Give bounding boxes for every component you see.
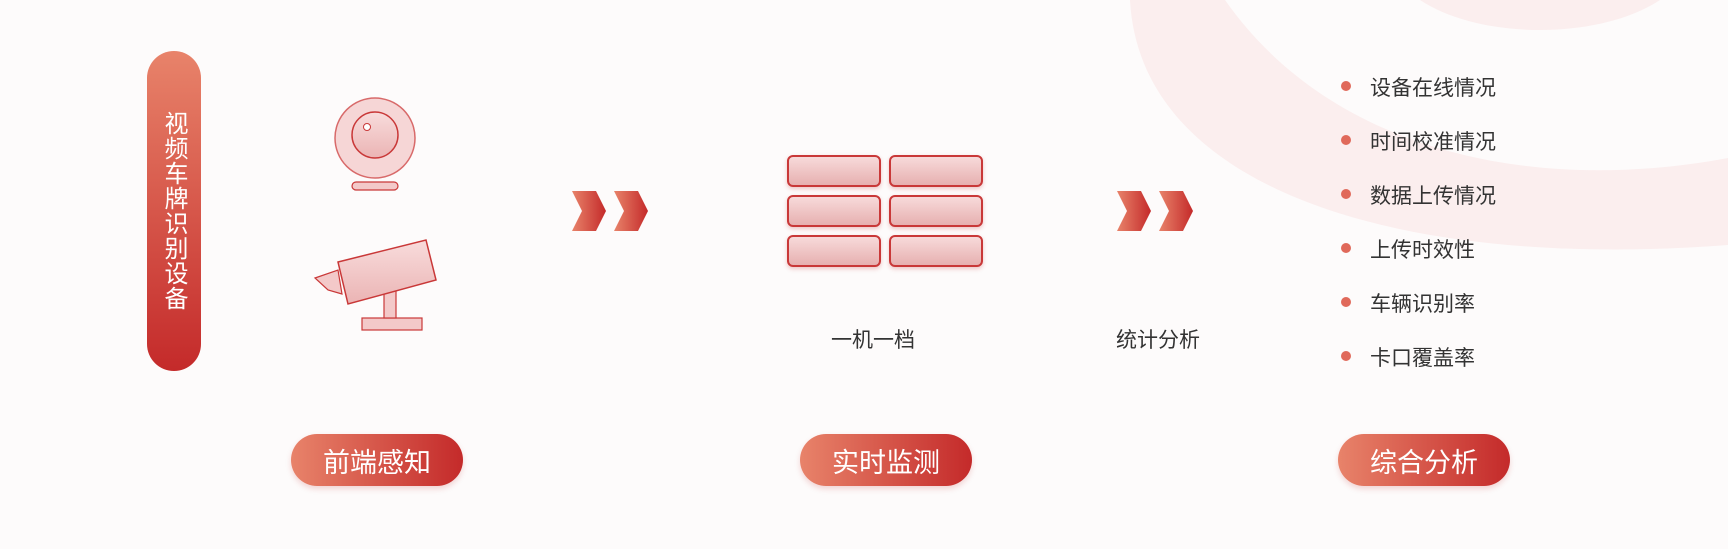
analysis-label: 统计分析 bbox=[1116, 328, 1200, 352]
bullet-dot bbox=[1341, 81, 1351, 91]
list-item: 卡口覆盖率 bbox=[1341, 330, 1496, 384]
bullet-dot bbox=[1341, 189, 1351, 199]
device-label-pill: 视频车牌识别设备 bbox=[147, 51, 201, 371]
grid-cell bbox=[787, 155, 881, 187]
grid-cell bbox=[787, 235, 881, 267]
stage-label: 实时监测 bbox=[832, 447, 940, 479]
stage-pill-analysis: 综合分析 bbox=[1338, 434, 1510, 486]
grid-cell bbox=[889, 155, 983, 187]
list-item-text: 上传时效性 bbox=[1370, 238, 1475, 262]
record-grid-icon bbox=[787, 155, 983, 269]
list-item-text: 数据上传情况 bbox=[1370, 184, 1496, 208]
list-item: 上传时效性 bbox=[1341, 222, 1496, 276]
bullet-dot bbox=[1341, 243, 1351, 253]
grid-cell bbox=[787, 195, 881, 227]
list-item: 车辆识别率 bbox=[1341, 276, 1496, 330]
grid-cell bbox=[889, 235, 983, 267]
list-item-text: 车辆识别率 bbox=[1370, 292, 1475, 316]
list-item-text: 设备在线情况 bbox=[1370, 76, 1496, 100]
stage-label: 综合分析 bbox=[1370, 447, 1478, 479]
device-label: 视频车牌识别设备 bbox=[160, 111, 188, 311]
list-item-text: 卡口覆盖率 bbox=[1370, 346, 1475, 370]
monitor-label: 一机一档 bbox=[831, 328, 915, 352]
list-item: 时间校准情况 bbox=[1341, 114, 1496, 168]
bullet-dot bbox=[1341, 135, 1351, 145]
stage-label: 前端感知 bbox=[323, 447, 431, 479]
list-item: 设备在线情况 bbox=[1341, 60, 1496, 114]
bullet-dot bbox=[1341, 351, 1351, 361]
stage-pill-frontend: 前端感知 bbox=[291, 434, 463, 486]
stage-pill-monitoring: 实时监测 bbox=[800, 434, 972, 486]
grid-cell bbox=[889, 195, 983, 227]
bullet-dot bbox=[1341, 297, 1351, 307]
list-item-text: 时间校准情况 bbox=[1370, 130, 1496, 154]
list-item: 数据上传情况 bbox=[1341, 168, 1496, 222]
analysis-items-list: 设备在线情况 时间校准情况 数据上传情况 上传时效性 车辆识别率 卡口覆盖率 bbox=[1341, 60, 1496, 384]
